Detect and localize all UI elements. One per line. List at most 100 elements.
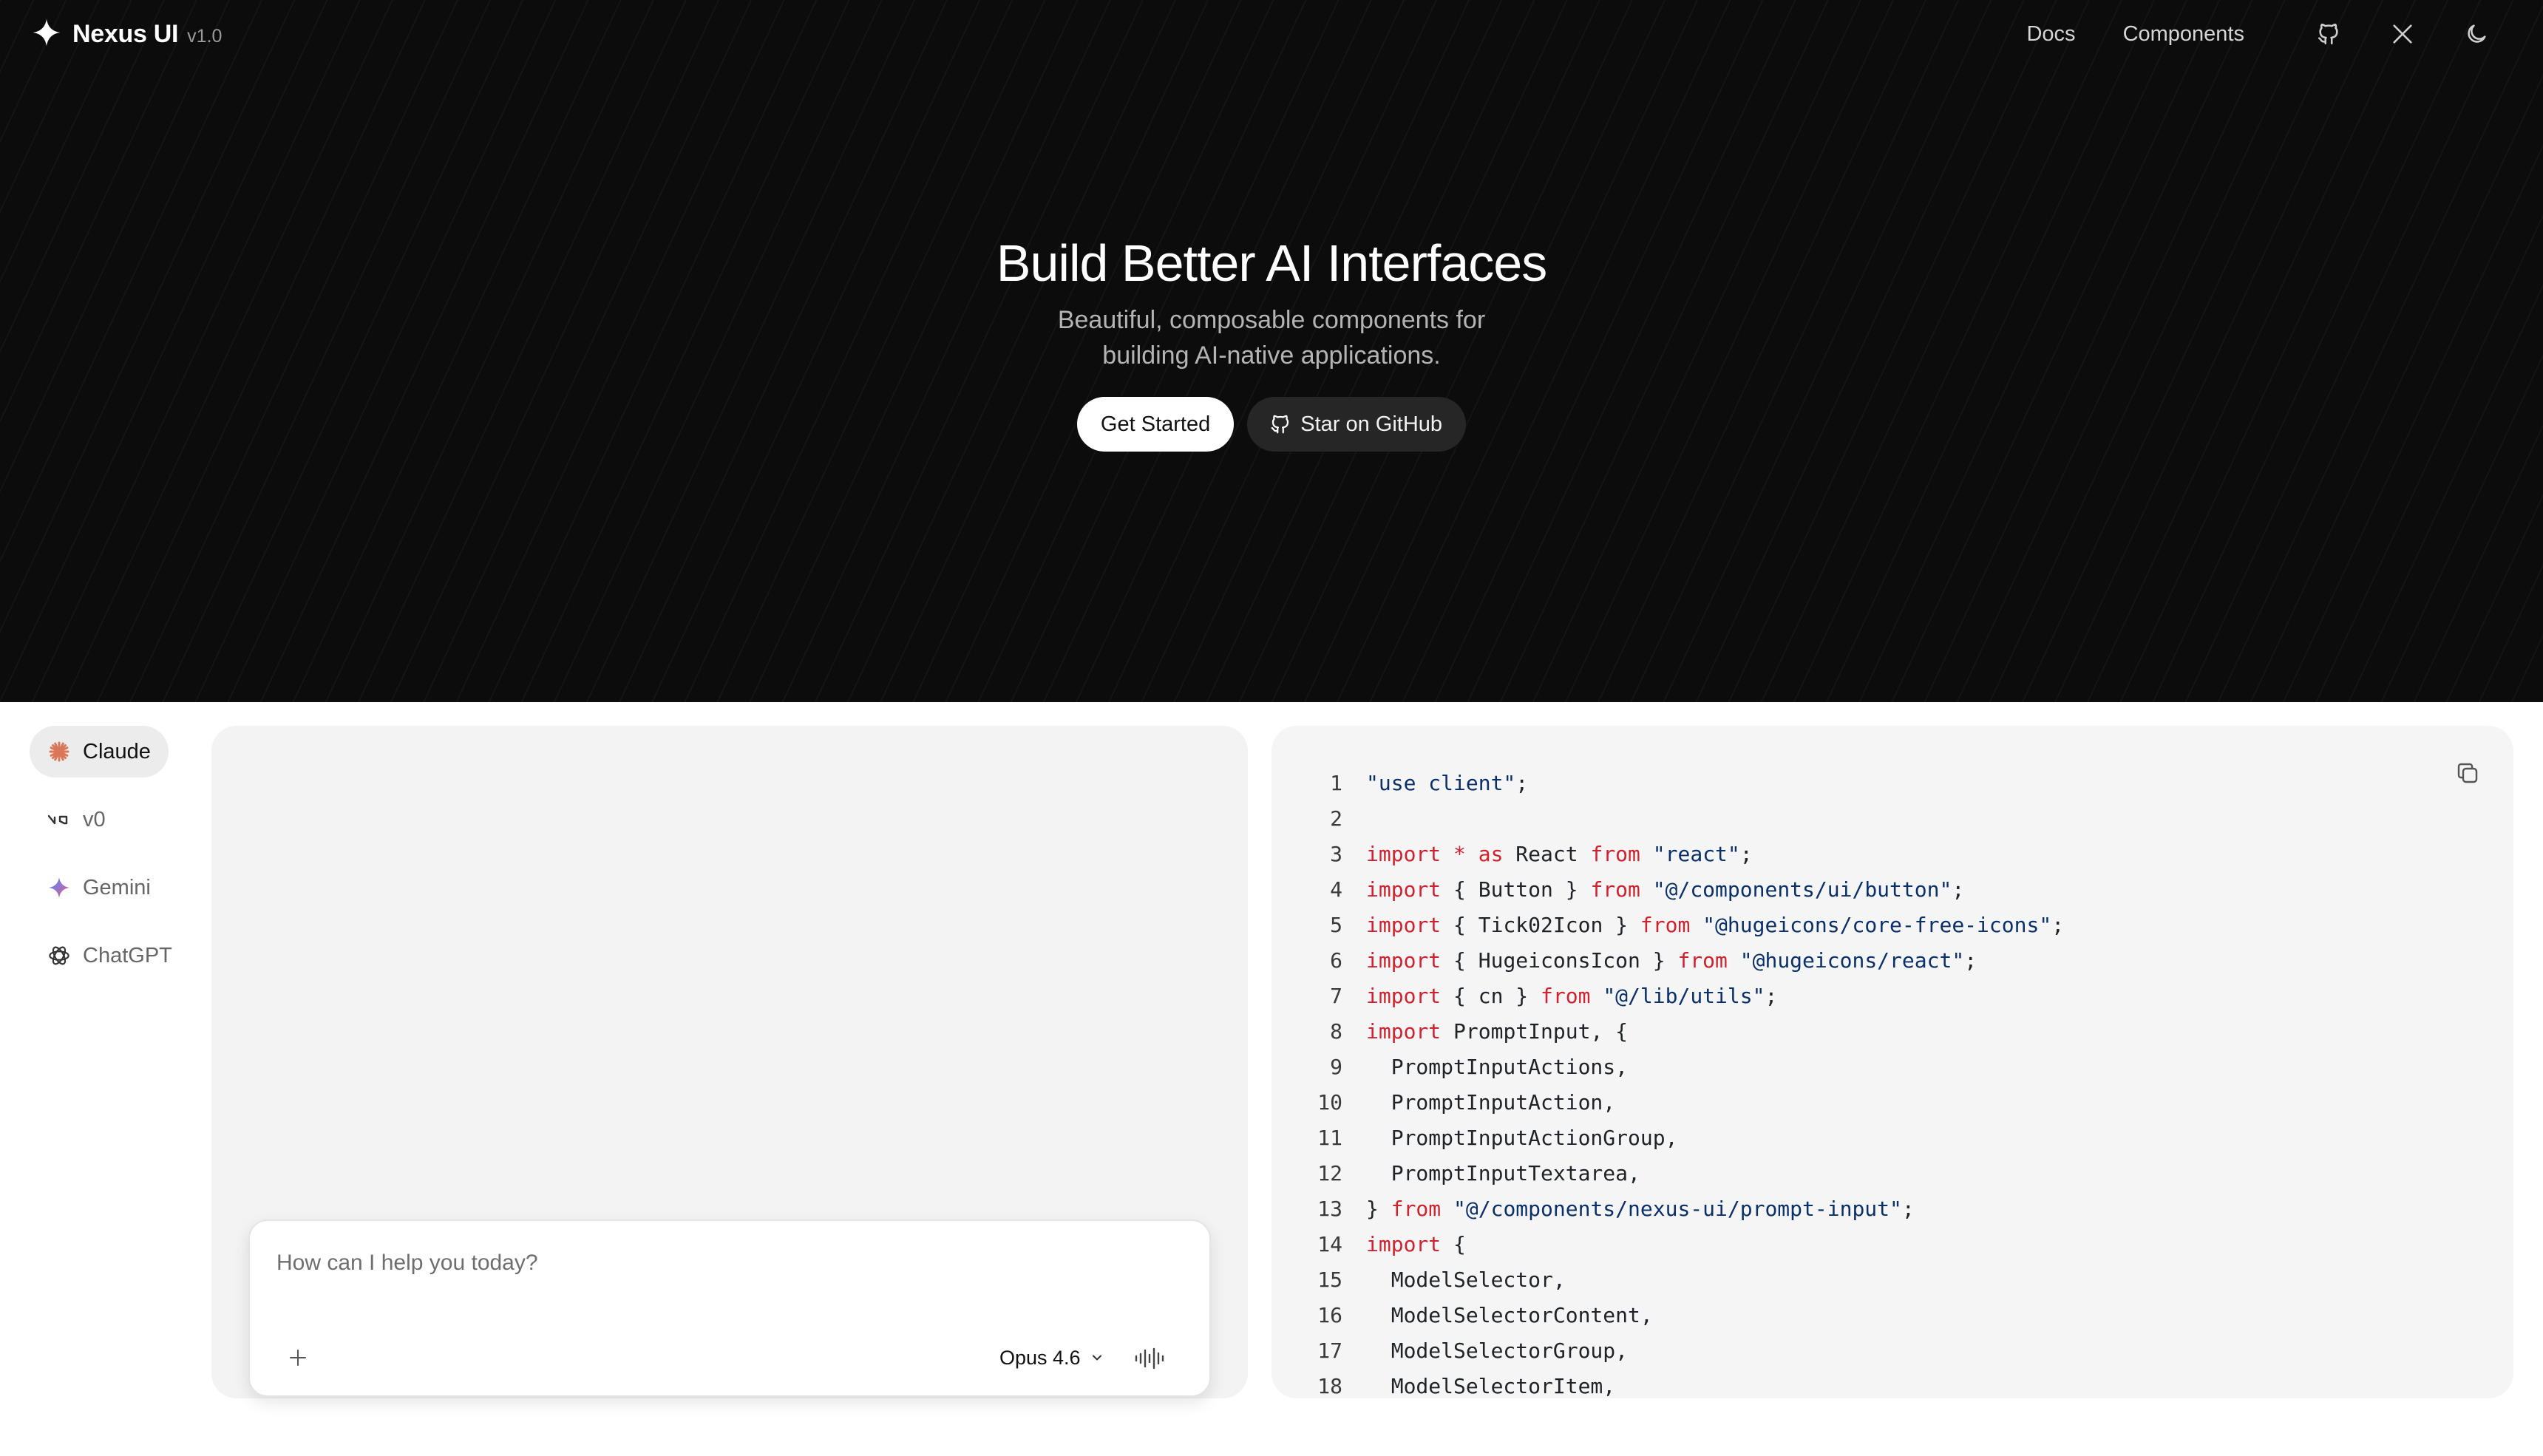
- chatgpt-icon: [49, 946, 69, 965]
- hero-title: Build Better AI Interfaces: [996, 234, 1547, 292]
- code-line: 9 PromptInputActions,: [1301, 1050, 2064, 1085]
- line-number: 6: [1330, 948, 1342, 973]
- model-item-label: v0: [83, 807, 106, 831]
- claude-icon: [49, 741, 69, 762]
- code-text: import { Tick02Icon } from "@hugeicons/c…: [1366, 908, 2064, 943]
- model-item-label: ChatGPT: [83, 943, 172, 967]
- code-line: 10 PromptInputAction,: [1301, 1085, 2064, 1120]
- copy-code-button[interactable]: [2447, 752, 2488, 794]
- hero-content: Build Better AI Interfaces Beautiful, co…: [0, 235, 2543, 452]
- model-item-label: Gemini: [83, 875, 151, 899]
- line-number: 7: [1330, 984, 1342, 1008]
- code-line: 12 PromptInputTextarea,: [1301, 1156, 2064, 1191]
- get-started-button[interactable]: Get Started: [1076, 397, 1235, 452]
- add-attachment-button[interactable]: [279, 1339, 316, 1376]
- line-number: 1: [1330, 771, 1342, 795]
- code-token: ;: [1952, 877, 1965, 902]
- code-token: from: [1677, 948, 1728, 973]
- waveform-icon: [1135, 1347, 1164, 1370]
- line-number: 8: [1330, 1019, 1342, 1044]
- code-text: import { HugeiconsIcon } from "@hugeicon…: [1366, 943, 1977, 979]
- model-item-gemini[interactable]: Gemini: [30, 862, 169, 914]
- code-line: 7 import { cn } from "@/lib/utils";: [1301, 979, 2064, 1014]
- code-token: import: [1366, 1019, 1442, 1044]
- code-token: from: [1590, 842, 1640, 866]
- code-token: PromptInputActionGroup,: [1366, 1126, 1678, 1150]
- code-token: from: [1541, 984, 1591, 1008]
- line-number: 5: [1330, 913, 1342, 937]
- code-token: ;: [2051, 913, 2065, 937]
- code-token: import: [1366, 913, 1442, 937]
- model-selector[interactable]: Opus 4.6: [999, 1339, 1104, 1376]
- chat-preview-panel: Opus 4.6: [211, 726, 1248, 1398]
- code-token: PromptInputTextarea,: [1366, 1161, 1640, 1185]
- github-icon[interactable]: [2292, 12, 2366, 56]
- code-token: PromptInput, {: [1441, 1019, 1629, 1044]
- code-line: 15 ModelSelector,: [1301, 1262, 2064, 1298]
- model-item-claude[interactable]: Claude: [30, 726, 169, 778]
- code-text: import { cn } from "@/lib/utils";: [1366, 979, 1777, 1014]
- code-token: ModelSelectorContent,: [1366, 1303, 1653, 1327]
- code-line: 18 ModelSelectorItem,: [1301, 1369, 2064, 1398]
- line-number: 9: [1330, 1055, 1342, 1079]
- moon-icon[interactable]: [2440, 12, 2513, 56]
- line-number: 4: [1330, 877, 1342, 902]
- model-item-chatgpt[interactable]: ChatGPT: [30, 930, 190, 982]
- x-logo-icon[interactable]: [2366, 12, 2440, 56]
- code-line: 2: [1301, 801, 2064, 837]
- brand[interactable]: Nexus UI v1.0: [31, 17, 222, 52]
- code-token: PromptInputAction,: [1366, 1090, 1616, 1115]
- line-number: 17: [1317, 1338, 1342, 1363]
- code-token: [1441, 1197, 1453, 1221]
- nav-link-components[interactable]: Components: [2122, 21, 2244, 46]
- code-token: { Tick02Icon }: [1441, 913, 1640, 937]
- code-token: import: [1366, 842, 1442, 866]
- code-text: PromptInputAction,: [1366, 1085, 1615, 1120]
- code-token: { HugeiconsIcon }: [1441, 948, 1678, 973]
- prompt-textarea[interactable]: [276, 1251, 1164, 1295]
- code-text: PromptInputActionGroup,: [1366, 1120, 1678, 1156]
- code-token: { cn }: [1441, 984, 1541, 1008]
- code-token: [1728, 948, 1740, 973]
- code-token: "@/components/nexus-ui/prompt-input": [1453, 1197, 1902, 1221]
- code-token: from: [1590, 877, 1640, 902]
- code-token: import: [1366, 984, 1442, 1008]
- code-line: 1 "use client";: [1301, 766, 2064, 801]
- prompt-input: Opus 4.6: [248, 1219, 1211, 1397]
- nav-links: Docs Components: [2026, 12, 2513, 56]
- model-item-v0[interactable]: v0: [30, 794, 123, 846]
- code-token: { Button }: [1441, 877, 1591, 902]
- code-token: "@hugeicons/react": [1739, 948, 1965, 973]
- sparkle-logo-icon: [31, 17, 62, 52]
- code-token: "@hugeicons/core-free-icons": [1702, 913, 2052, 937]
- code-line: 8 import PromptInput, {: [1301, 1014, 2064, 1050]
- nav-link-docs[interactable]: Docs: [2026, 21, 2076, 46]
- star-on-github-button[interactable]: Star on GitHub: [1247, 397, 1467, 452]
- code-token: ModelSelectorGroup,: [1366, 1338, 1629, 1363]
- line-number: 11: [1317, 1126, 1342, 1150]
- code-text: "use client";: [1366, 766, 1528, 801]
- code-line: 13} from "@/components/nexus-ui/prompt-i…: [1301, 1191, 2064, 1227]
- code-token: ;: [1765, 984, 1778, 1008]
- github-icon: [1271, 415, 1289, 434]
- code-text: ModelSelector,: [1366, 1262, 1566, 1298]
- code-text: import { Button } from "@/components/ui/…: [1366, 872, 1964, 908]
- code-token: as: [1478, 842, 1504, 866]
- code-token: *: [1453, 842, 1466, 866]
- brand-version: v1.0: [187, 25, 223, 47]
- line-number: 16: [1317, 1303, 1342, 1327]
- code-text: } from "@/components/nexus-ui/prompt-inp…: [1366, 1191, 1915, 1227]
- code-token: {: [1441, 1232, 1466, 1256]
- code-token: ModelSelectorItem,: [1366, 1374, 1616, 1398]
- voice-input-button[interactable]: [1130, 1338, 1171, 1379]
- code-token: [1466, 842, 1478, 866]
- line-number: 14: [1317, 1232, 1342, 1256]
- code-token: ;: [1964, 948, 1977, 973]
- model-item-label: Claude: [83, 739, 151, 763]
- code-line: 17 ModelSelectorGroup,: [1301, 1333, 2064, 1369]
- code-line: 4 import { Button } from "@/components/ui…: [1301, 872, 2064, 908]
- code-token: }: [1366, 1197, 1391, 1221]
- code-token: ModelSelector,: [1366, 1268, 1566, 1292]
